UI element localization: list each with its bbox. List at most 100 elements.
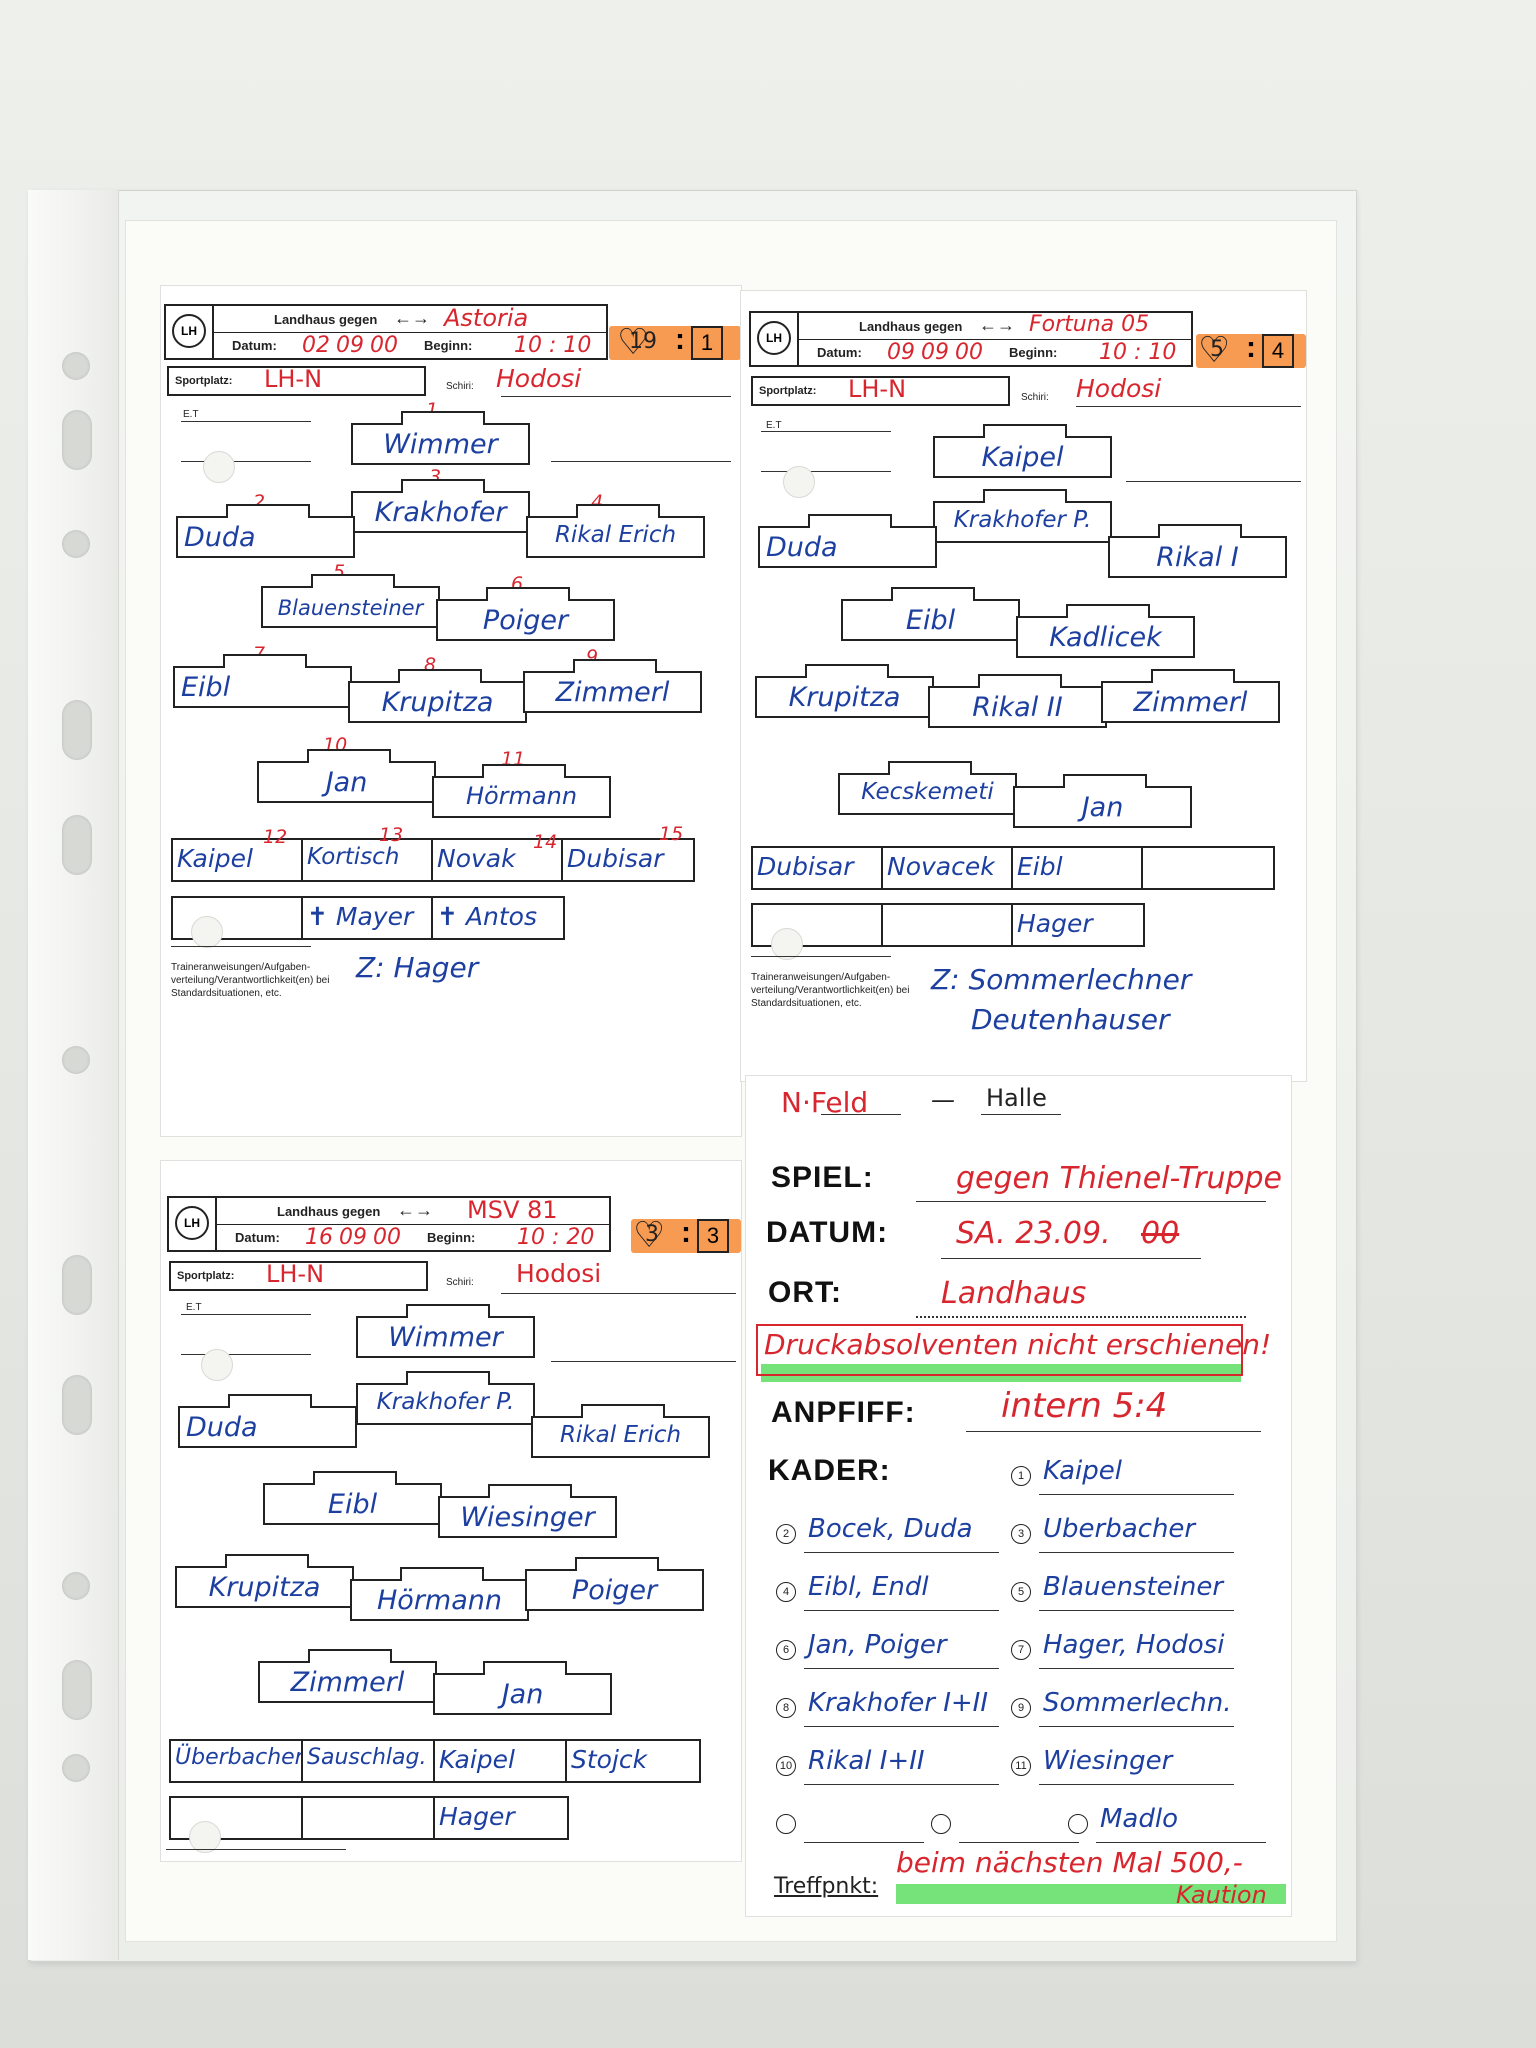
notes-line: Deutenhauser (971, 1003, 1170, 1036)
binder-hole (62, 1754, 90, 1782)
kader-number-icon: 11 (1011, 1756, 1031, 1776)
player-box-3: Krakhofer P. (933, 489, 1112, 543)
player-box-9: Poiger (525, 1557, 704, 1611)
match-header: LH Landhaus gegen ←→ MSV 81 Datum: 16 09… (167, 1196, 611, 1252)
binder-hole (62, 1660, 92, 1720)
player-box-5: Eibl (841, 587, 1020, 641)
player-box-10: Zimmerl (258, 1649, 437, 1703)
kader-label: KADER: (768, 1454, 891, 1487)
kader-entry: Blauensteiner (1043, 1572, 1224, 1602)
halle-label: Halle (986, 1084, 1047, 1112)
binder-hole (62, 1572, 90, 1600)
venue-label: Sportplatz: (175, 375, 233, 387)
player-box-4: Rikal Erich (531, 1404, 710, 1458)
kader-number-icon: 9 (1011, 1698, 1031, 1718)
ort-label: ORT: (768, 1276, 842, 1309)
bench-cell: Eibl (1011, 846, 1145, 890)
kader-number-icon: 4 (776, 1582, 796, 1602)
extra-cell (881, 903, 1015, 947)
player-box-7: Krupitza (175, 1554, 354, 1608)
extra-cell: ✝ Mayer (301, 896, 435, 940)
heart-icon: ♡ (1198, 329, 1231, 370)
treffpunkt-value-2: Kaution (1176, 1881, 1267, 1909)
score-home: 19 (629, 329, 657, 354)
venue-value: LH-N (264, 365, 323, 393)
bench-cell: Überbacher (169, 1739, 305, 1783)
player-box-10: Kecskemeti (838, 761, 1017, 815)
bench-cell: Dubisar (561, 838, 695, 882)
match-header: LH Landhaus gegen ←→ Astoria Datum: 02 0… (164, 304, 608, 360)
player-box-2: Duda (758, 514, 937, 568)
green-highlight (896, 1884, 1286, 1904)
binder-hole (62, 815, 92, 875)
kader-entry: Eibl, Endl (808, 1572, 929, 1602)
kader-number-icon (1068, 1814, 1088, 1834)
arrow-icon: ←→ (979, 315, 1015, 335)
datum-label: DATUM: (766, 1216, 889, 1249)
bench-cell: Sauschlag. (301, 1739, 437, 1783)
date-day: 02 (302, 333, 330, 358)
bench-cell: Kortisch (301, 838, 435, 882)
player-box-7: Eibl (173, 654, 352, 708)
player-box-gk: Wimmer (351, 411, 530, 465)
heart-icon: ♡ (633, 1214, 666, 1255)
match-summary-card: N·Feld — Halle SPIEL: gegen Thienel-Trup… (745, 1075, 1292, 1917)
notes-line: Z: Sommerlechner (931, 963, 1192, 996)
player-box-3: Krakhofer (351, 479, 530, 533)
arrow-icon: ←→ (397, 1200, 433, 1220)
bench-cell: Kaipel (433, 1739, 569, 1783)
kader-entry: Krakhofer I+II (808, 1688, 989, 1718)
kader-entry: Hager, Hodosi (1043, 1630, 1225, 1660)
player-box-2: Duda (176, 504, 355, 558)
notes-label: Traineranweisungen/Aufgaben-verteilung/V… (171, 962, 330, 999)
ref-name: Hodosi (496, 364, 582, 393)
extra-cell: Hager (1011, 903, 1145, 947)
player-box-8: Hörmann (350, 1567, 529, 1621)
player-box-11: Jan (433, 1661, 612, 1715)
kader-entry: Sommerlechn. (1043, 1688, 1232, 1718)
player-box-5: Blauensteiner (261, 574, 440, 628)
arrow-icon: ←→ (394, 308, 430, 328)
kader-number-icon: 5 (1011, 1582, 1031, 1602)
et-label: E.T (183, 409, 199, 420)
player-box-7: Krupitza (755, 664, 934, 718)
player-box-6: Poiger (436, 587, 615, 641)
green-highlight (761, 1364, 1241, 1382)
treffpunkt-value: beim nächsten Mal 500,- (896, 1846, 1243, 1879)
match-header: LH Landhaus gegen ←→ Fortuna 05 Datum: 0… (749, 311, 1193, 367)
kader-number-icon: 2 (776, 1524, 796, 1544)
treffpunkt-label: Treffpnkt: (774, 1874, 879, 1899)
kader-number-icon: 6 (776, 1640, 796, 1660)
club-logo-icon: LH (172, 314, 206, 348)
player-box-4: Rikal Erich (526, 504, 705, 558)
anpfiff-label: ANPFIFF: (771, 1396, 916, 1429)
venue-field: Sportplatz: LH-N (751, 375, 1010, 406)
score-highlight: ♡ 3 : 3 (631, 1215, 741, 1255)
kader-number-icon (776, 1814, 796, 1834)
binder-hole (62, 1046, 90, 1074)
player-box-2: Duda (178, 1394, 357, 1448)
lineup-card-fortuna: LH Landhaus gegen ←→ Fortuna 05 Datum: 0… (740, 290, 1307, 1082)
opponent-name: Astoria (444, 304, 529, 332)
venue-field: Sportplatz: LH-N (169, 1260, 428, 1291)
player-box-6: Kadlicek (1016, 604, 1195, 658)
date-label: Datum: (232, 338, 277, 353)
kader-number-icon: 7 (1011, 1640, 1031, 1660)
player-box-10: Jan (257, 749, 436, 803)
kader-entry: Uberbacher (1043, 1514, 1196, 1544)
kader-number-icon: 1 (1011, 1466, 1031, 1486)
note-box (756, 1324, 1243, 1376)
player-box-5: Eibl (263, 1471, 442, 1525)
date-month: 09 (336, 333, 364, 358)
binder-hole (62, 1375, 92, 1435)
start-time: 10 : 10 (514, 333, 592, 358)
start-label: Beginn: (424, 338, 473, 353)
anpfiff-value: intern 5:4 (1001, 1386, 1168, 1426)
player-box-11: Jan (1013, 774, 1192, 828)
notes-line: Z: Hager (356, 951, 479, 984)
datum-struck: 00 (1141, 1216, 1180, 1251)
kader-entry: Wiesinger (1043, 1746, 1173, 1776)
kader-number-icon: 3 (1011, 1524, 1031, 1544)
extra-cell (301, 1796, 437, 1840)
bench-cell (1141, 846, 1275, 890)
